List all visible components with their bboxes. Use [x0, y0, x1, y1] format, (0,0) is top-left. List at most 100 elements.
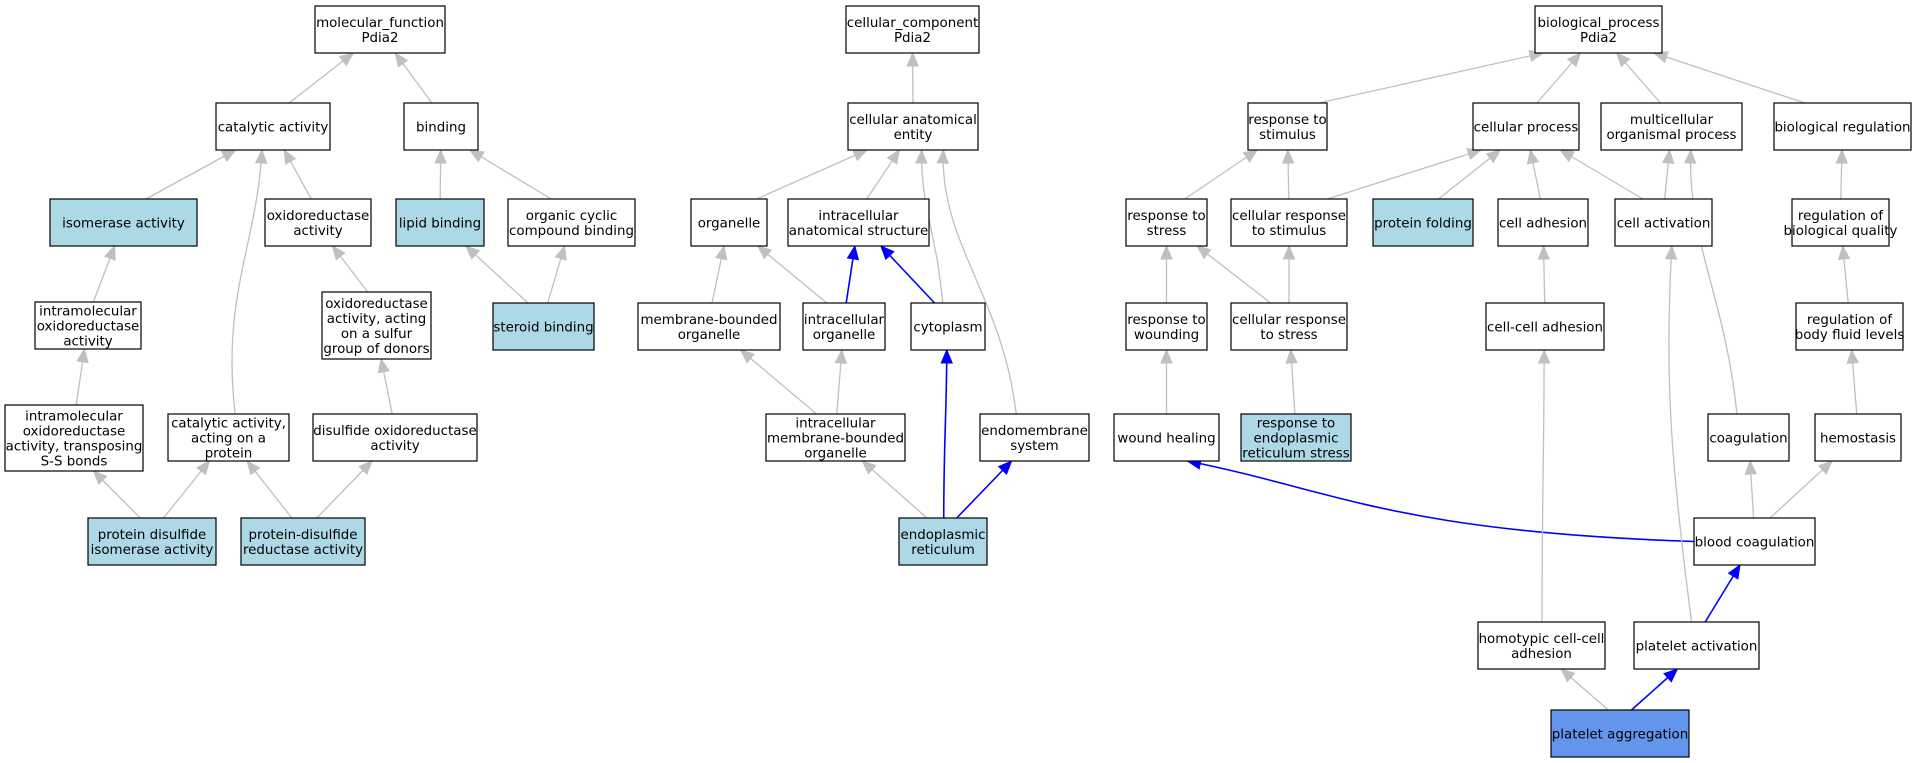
edge-cact-to-multi-arrowhead — [1661, 148, 1675, 165]
go-term-box — [1230, 198, 1348, 247]
go-term-label: platelet aggregation — [1552, 728, 1688, 743]
go-term-box — [395, 198, 485, 247]
edge-imbo-to-mbo — [740, 349, 817, 415]
edge-crstress-to-rstress — [1196, 245, 1272, 304]
go-term-label: biological regulation — [1774, 121, 1910, 136]
go-term-bcoag[interactable]: blood coagulation — [1693, 517, 1816, 566]
go-term-wheal[interactable]: wound healing — [1113, 413, 1220, 462]
go-term-organelle[interactable]: organelle — [690, 198, 768, 247]
go-term-binding[interactable]: binding — [403, 102, 479, 151]
go-term-label: steroid binding — [493, 321, 593, 336]
go-term-cact[interactable]: cell activation — [1614, 198, 1713, 247]
edge-isomerase-to-cat — [145, 149, 236, 200]
go-term-isomerase[interactable]: isomerase activity — [49, 198, 198, 247]
go-term-pagg[interactable]: platelet aggregation — [1550, 709, 1690, 758]
go-term-box — [1550, 709, 1690, 758]
go-term-box — [507, 198, 636, 247]
go-term-label: binding — [416, 121, 466, 136]
edge-er-to-imbo-arrowhead — [861, 460, 877, 475]
edge-io-to-organelle-arrowhead — [756, 245, 773, 260]
edge-organelle-to-cae — [756, 149, 868, 200]
go-term-cat[interactable]: catalytic activity — [215, 102, 331, 151]
go-term-box — [765, 413, 906, 462]
go-term-label: disulfide oxidoreductase — [313, 424, 476, 439]
edge-pdr-to-catprot-arrowhead — [246, 459, 261, 476]
go-term-label: cellular process — [1474, 121, 1579, 136]
go-term-label: Pdia2 — [361, 31, 398, 46]
edge-hcca-to-ccadh-arrowhead — [1537, 348, 1551, 364]
go-term-label: Pdia2 — [894, 31, 931, 46]
go-term-steroid[interactable]: steroid binding — [492, 302, 595, 351]
go-term-label: cellular_component — [847, 16, 978, 31]
edge-pact-to-bcoag-arrowhead — [1727, 563, 1741, 580]
go-term-box — [492, 302, 595, 351]
go-term-ccadh[interactable]: cell-cell adhesion — [1485, 302, 1605, 351]
go-term-label: stimulus — [1259, 128, 1316, 143]
edge-steroid-to-lipid — [465, 245, 529, 304]
go-term-label: blood coagulation — [1695, 536, 1815, 551]
go-term-pfold[interactable]: protein folding — [1372, 198, 1474, 247]
edge-coag-to-multi-arrowhead — [1683, 148, 1697, 164]
edge-orgcyc-to-binding-arrowhead — [468, 149, 485, 163]
go-term-cproc[interactable]: cellular process — [1472, 102, 1580, 151]
go-term-label: body fluid levels — [1795, 328, 1905, 343]
go-term-label: lipid binding — [399, 217, 481, 232]
edge-intraox-to-isomerase-arrowhead — [103, 244, 116, 261]
go-term-cyto[interactable]: cytoplasm — [910, 302, 986, 351]
go-term-box — [1372, 198, 1474, 247]
edge-ias-to-cae-arrowhead — [886, 148, 901, 165]
edge-rstim-to-bp_root — [1318, 52, 1544, 104]
go-term-hemo[interactable]: hemostasis — [1814, 413, 1902, 462]
edge-crstress-to-crstim-arrowhead — [1282, 244, 1296, 260]
go-term-pact[interactable]: platelet activation — [1633, 621, 1760, 670]
go-term-label: oxidoreductase — [23, 425, 126, 440]
edge-rbq-to-bioreg-arrowhead — [1835, 148, 1848, 164]
go-term-box — [1247, 102, 1328, 151]
go-term-label: activity, acting — [327, 312, 426, 327]
edge-crstress-to-rstress-arrowhead — [1196, 245, 1212, 260]
go-term-box — [1614, 198, 1713, 247]
go-term-label: adhesion — [1511, 647, 1572, 662]
go-term-coag[interactable]: coagulation — [1707, 413, 1790, 462]
go-term-label: cell adhesion — [1499, 217, 1587, 232]
go-term-cadh[interactable]: cell adhesion — [1497, 198, 1589, 247]
go-term-box — [167, 413, 290, 462]
go-term-label: Pdia2 — [1580, 31, 1617, 46]
go-term-label: organelle — [698, 217, 761, 232]
go-term-box — [845, 5, 980, 54]
go-term-label: intracellular — [804, 313, 885, 328]
go-term-lipid[interactable]: lipid binding — [395, 198, 485, 247]
go-term-label: cellular anatomical — [849, 113, 977, 128]
go-term-bioreg[interactable]: biological regulation — [1773, 102, 1912, 151]
go-term-label: acting on a — [191, 432, 266, 447]
